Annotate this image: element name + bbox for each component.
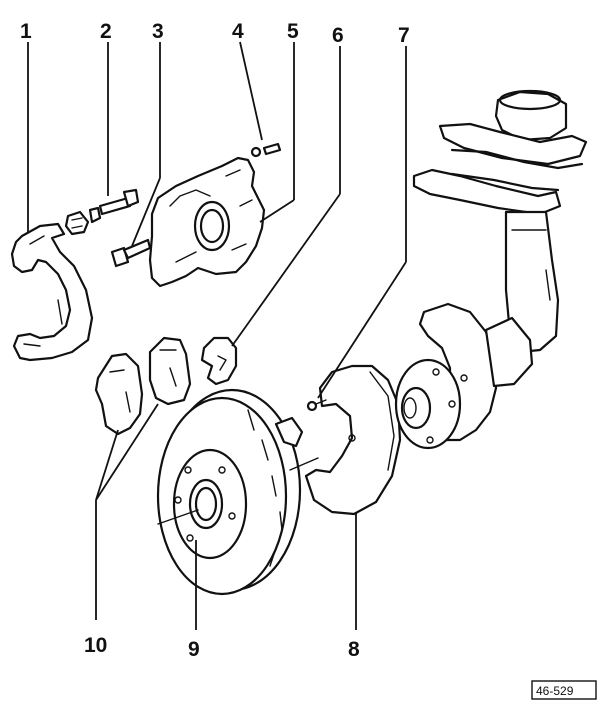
- callout-3: 3: [152, 20, 164, 43]
- callout-5: 5: [287, 20, 299, 43]
- reference-code-text: 46-529: [536, 684, 574, 698]
- leader-lines: [27, 41, 407, 630]
- splash-shield: [274, 364, 402, 516]
- callout-1: 1: [20, 20, 32, 43]
- callout-numbers: 1 2 3 4 5 6 7 8 9 10: [20, 20, 410, 661]
- callout-2: 2: [100, 20, 112, 43]
- callout-10: 10: [84, 634, 107, 657]
- callout-4: 4: [232, 20, 244, 43]
- shield-bolt: [306, 399, 327, 412]
- brake-disc: [156, 388, 319, 596]
- bleeder-screw: [250, 142, 282, 158]
- callout-7: 7: [398, 24, 410, 47]
- brake-pads: [94, 336, 192, 436]
- callout-9: 9: [188, 638, 200, 661]
- caliper-carrier: [10, 222, 94, 362]
- anti-rattle-clip: [200, 336, 238, 386]
- callout-8: 8: [348, 638, 360, 661]
- brake-caliper: [148, 156, 266, 288]
- caliper-bolt: [110, 238, 152, 268]
- strut-knuckle-hub: [394, 89, 588, 450]
- reference-code: 46-529: [531, 680, 597, 700]
- callout-6: 6: [332, 24, 344, 47]
- guide-pin-bolt: [64, 188, 140, 236]
